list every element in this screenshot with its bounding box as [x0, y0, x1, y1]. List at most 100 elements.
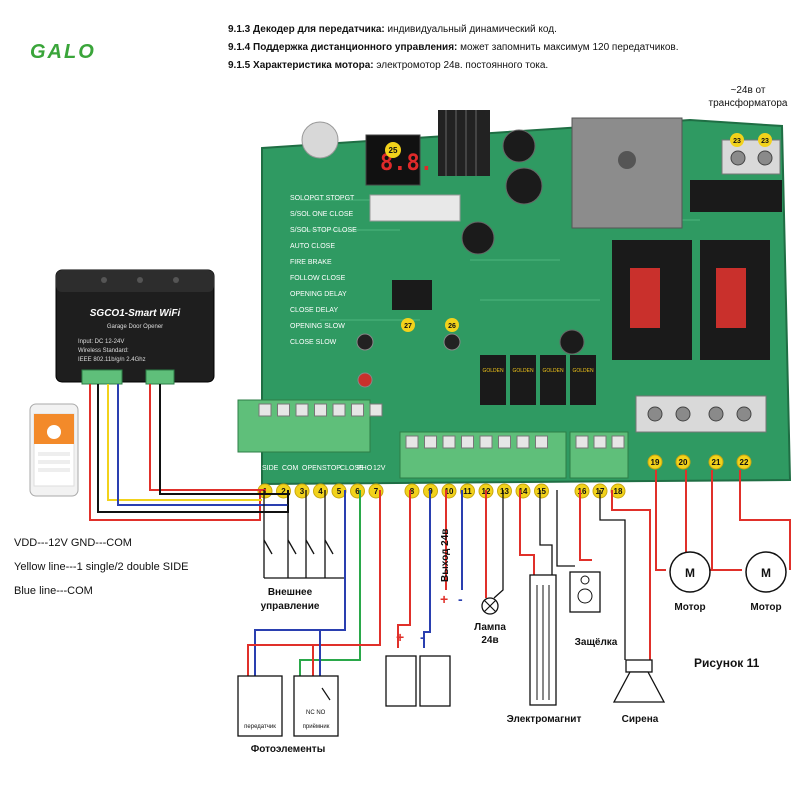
brand-logo: GALO: [30, 41, 96, 63]
terminal-screw: [535, 435, 548, 449]
svg-text:-: -: [420, 629, 425, 645]
svg-text:SIDE: SIDE: [262, 465, 279, 472]
motor-terminal-badge-number: 19: [651, 458, 660, 467]
connector-badge-number: 3: [300, 487, 305, 496]
terminal-screw: [277, 403, 290, 417]
connector-badge: [404, 483, 420, 499]
relay-3: [540, 355, 566, 405]
microcontroller: [392, 280, 432, 310]
motor-terminal-badge: [675, 454, 691, 470]
transformer-label-1: ~24в от: [731, 85, 766, 96]
svg-text:CLOSE: CLOSE: [340, 465, 364, 472]
transformer-label-2: трансформатора: [709, 97, 788, 109]
spec-line-2: 9.1.4 Поддержка дистанционного управлени…: [228, 42, 679, 53]
motor-terminal-badge: [708, 454, 724, 470]
svg-text:SOLOPGT STOPGT: SOLOPGT STOPGT: [290, 195, 355, 202]
function-button: [443, 333, 461, 351]
connector-badge-number: 1: [263, 487, 268, 496]
terminal-screw: [479, 435, 493, 449]
output-24v-label: Выход 24в: [440, 529, 451, 582]
relay-label: GOLDEN: [572, 368, 594, 374]
capacitor: [505, 167, 543, 205]
connector-badge-number: 7: [374, 487, 379, 496]
svg-text:OPENING DELAY: OPENING DELAY: [290, 291, 347, 298]
connector-badge-number: 10: [445, 487, 454, 496]
wifi-wireless: Wireless Standard:: [78, 348, 129, 354]
terminal-screw: [575, 435, 589, 449]
relay-window: [630, 268, 660, 328]
fuse-holder: [690, 180, 782, 212]
spec-line-1: 9.1.3 Декодер для передатчика: индивидуа…: [228, 24, 557, 35]
svg-text:12V: 12V: [373, 465, 386, 472]
connector-edge-labels: SIDE COM OPEN STOP CLOSE PHO 12V: [262, 465, 386, 472]
learn-button: [356, 333, 374, 351]
connector-badge-number: 4: [318, 487, 323, 496]
svg-text:FIRE BRAKE: FIRE BRAKE: [290, 259, 332, 266]
wifi-terminal-left: [81, 369, 123, 385]
transmitter-label: передатчик: [244, 724, 276, 730]
terminal-screw: [351, 403, 364, 417]
relay-label: GOLDEN: [542, 368, 564, 374]
smartphone: [29, 403, 79, 497]
terminal-screw: [516, 435, 530, 449]
connector-badge-number: 2: [281, 487, 286, 496]
batteries: + -: [385, 629, 451, 707]
svg-text:COM: COM: [282, 465, 299, 472]
capacitor: [559, 329, 585, 355]
header-specs: 9.1.3 Декодер для передатчика: индивидуа…: [228, 24, 679, 71]
button-badge-number: 27: [404, 323, 412, 330]
terminal-screw: [295, 403, 309, 417]
wifi-module: SGCO1-Smart WiFi Garage Door Opener Inpu…: [55, 269, 215, 385]
svg-text:PHO: PHO: [357, 465, 373, 472]
relay-1: [480, 355, 506, 405]
relay-4: [570, 355, 596, 405]
svg-text:OPEN: OPEN: [302, 465, 322, 472]
wifi-input: Input: DC 12-24V: [78, 339, 124, 345]
motor-terminal-badge-number: 22: [740, 458, 749, 467]
lamp-icon: [481, 597, 499, 615]
wifi-standard: IEEE 802.11b/g/n 2.4Ghz: [78, 357, 146, 363]
note-line-2: Yellow line---1 single/2 double SIDE: [14, 561, 188, 573]
relay-label: GOLDEN: [482, 368, 504, 374]
connector-badge: [497, 483, 512, 499]
terminal-screw: [258, 403, 272, 417]
connector-badge: [313, 483, 328, 499]
capacitor: [461, 221, 495, 255]
terminal-badge: [730, 133, 744, 147]
app-icon: [47, 425, 61, 439]
terminal-screw: [332, 403, 346, 417]
relay-label: GOLDEN: [512, 368, 534, 374]
latch-icon: [569, 571, 601, 613]
siren-icon: [612, 659, 666, 703]
reset-button: [357, 372, 373, 388]
output-plus: +: [440, 591, 448, 607]
figure-label: Рисунок 11: [694, 656, 760, 670]
motor-terminal-badge: [736, 454, 752, 470]
terminal-screw: [369, 403, 383, 417]
motor-1-label: Мотор: [674, 602, 705, 613]
connector-badge-number: 5: [337, 487, 342, 496]
svg-text:FOLLOW CLOSE: FOLLOW CLOSE: [290, 275, 346, 282]
connector-badge-number: 11: [463, 487, 472, 496]
svg-text:OPENING SLOW: OPENING SLOW: [290, 323, 345, 330]
dip-switch: [369, 194, 461, 222]
terminal-number: 23: [733, 138, 741, 145]
wifi-subtitle: Garage Door Opener: [107, 324, 163, 330]
svg-text:S/SOL ONE CLOSE: S/SOL ONE CLOSE: [290, 211, 353, 218]
electromagnet-icon: [529, 574, 557, 706]
terminal-badge: [758, 133, 772, 147]
svg-text:M: M: [761, 566, 771, 580]
button-badge-number: 26: [448, 323, 456, 330]
connector-badge-number: 18: [614, 487, 623, 496]
control-board: 8.8. 25 GOLDEN GOLDEN GOLDEN GOLDEN 23 2…: [261, 110, 792, 494]
note-line-3: Blue line---COM: [14, 585, 93, 597]
nc-no-label: NC NO: [306, 710, 326, 716]
wifi-terminal-right: [145, 369, 175, 385]
photocell-receiver: NC NO приёмник: [293, 675, 339, 737]
connector-badge-number: 8: [410, 487, 415, 496]
display-badge: [385, 142, 401, 158]
connector-badge-number: 13: [500, 487, 509, 496]
capacitor: [502, 129, 536, 163]
relay-2: [510, 355, 536, 405]
